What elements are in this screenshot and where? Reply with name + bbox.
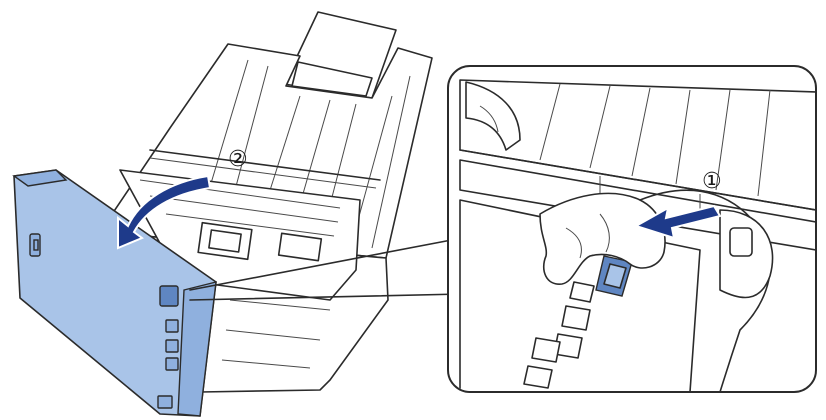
- zoom-button-column: [523, 281, 595, 389]
- roller-housing: [277, 232, 323, 262]
- scanner-body: [12, 11, 433, 417]
- front-cover-side: [177, 281, 217, 417]
- power-button: [165, 319, 179, 333]
- left-hand-illustration: [465, 81, 521, 151]
- step-1-marker: ①: [702, 169, 722, 194]
- front-cover-top-edge: [12, 169, 68, 187]
- paper-support-extension-lip: [291, 61, 373, 97]
- curved-arrow-icon: [117, 174, 212, 250]
- step-2-label: ②: [228, 147, 248, 172]
- detail-callout: ①: [447, 65, 817, 393]
- start-button: [165, 339, 179, 353]
- straight-arrow-icon: [633, 204, 722, 240]
- step-1-label: ①: [702, 169, 722, 194]
- callout-leaders: [189, 237, 463, 301]
- stop-button: [165, 357, 179, 371]
- cover-release-lever: [159, 285, 179, 307]
- step-2-marker: ②: [228, 147, 248, 172]
